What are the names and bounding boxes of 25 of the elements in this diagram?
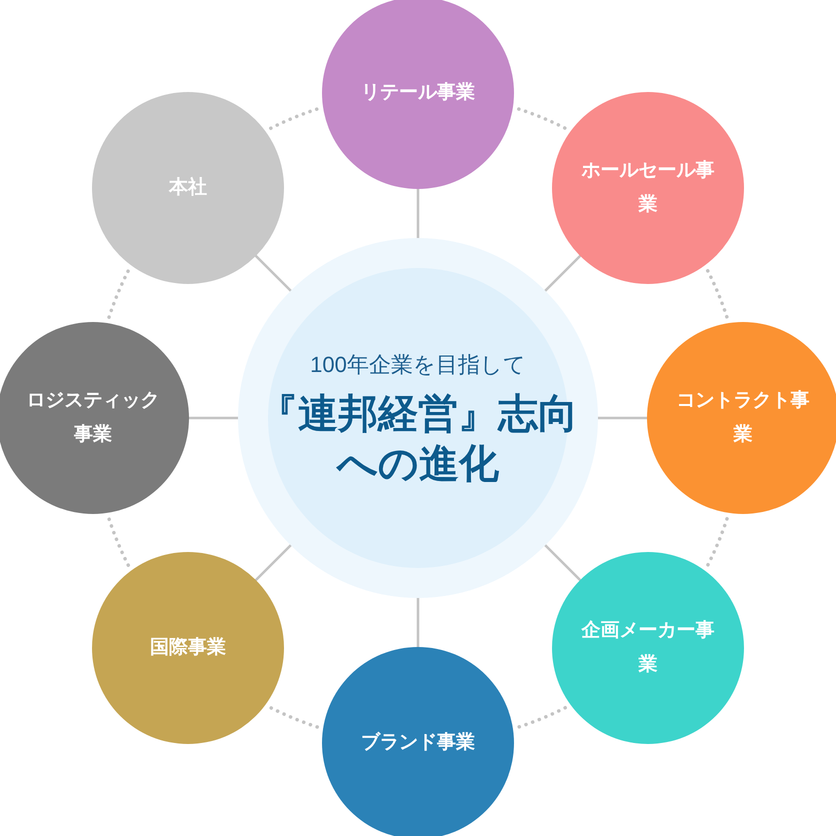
dotted-connector [107,269,130,319]
main-text: 『連邦経営』志向への進化 [257,390,579,488]
dotted-connector [269,107,319,130]
connector-line [254,544,292,582]
circle-label: 国際事業 [149,636,228,660]
circle-label: ホールセール事業 [580,159,716,218]
connector-line [596,416,648,420]
subtitle-text: 100年企業を目指して [310,350,526,378]
dotted-connector [706,269,729,319]
circle-label: ブランド事業 [360,730,476,755]
connector-line [188,416,240,420]
connector-line [544,544,582,582]
dotted-connector [517,706,567,729]
circle-label: コントラクト事業 [676,388,810,447]
connector-line [416,188,420,240]
dotted-connector [517,107,567,130]
circle-label: リテール事業 [360,80,476,105]
connector-line [544,254,582,292]
dotted-connector [269,706,319,729]
dotted-connector [706,517,729,567]
connector-line [254,254,292,292]
dotted-connector [107,517,130,567]
circle-label: 企画メーカー事業 [580,618,716,677]
circle-label: ロジスティック事業 [26,388,160,447]
connector-line [416,596,420,648]
